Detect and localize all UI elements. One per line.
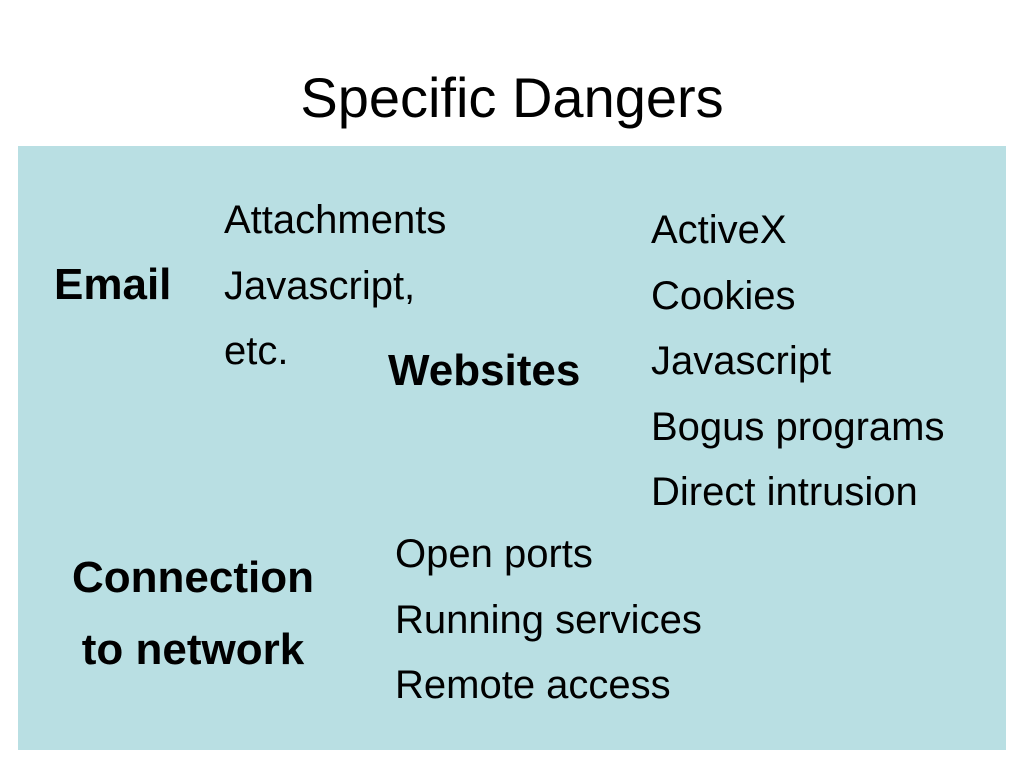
connection-list: Open ports Running services Remote acces… — [395, 522, 702, 719]
connection-item: Remote access — [395, 663, 671, 707]
websites-item: Bogus programs — [651, 404, 945, 449]
websites-label: Websites — [388, 346, 581, 395]
websites-list: ActiveX Cookies Javascript Bogus program… — [651, 198, 944, 526]
websites-item: Cookies — [651, 273, 796, 318]
email-item: etc. — [224, 329, 289, 373]
websites-item: ActiveX — [651, 208, 787, 252]
email-list: Attachments Javascript, etc. — [224, 188, 446, 385]
connection-item: Running services — [395, 597, 702, 642]
email-item: Javascript, — [224, 263, 416, 308]
email-item: Attachments — [224, 198, 447, 242]
connection-item: Open ports — [395, 532, 593, 576]
websites-item: Direct intrusion — [651, 470, 918, 514]
websites-item: Javascript — [651, 339, 832, 383]
email-label: Email — [54, 260, 172, 309]
connection-label-line2: to network — [81, 625, 305, 674]
connection-label-line1: Connection — [72, 553, 314, 602]
connection-label: Connection to network — [52, 542, 334, 686]
content-panel: Email Attachments Javascript, etc. Websi… — [18, 146, 1006, 750]
slide-title: Specific Dangers — [300, 66, 724, 129]
